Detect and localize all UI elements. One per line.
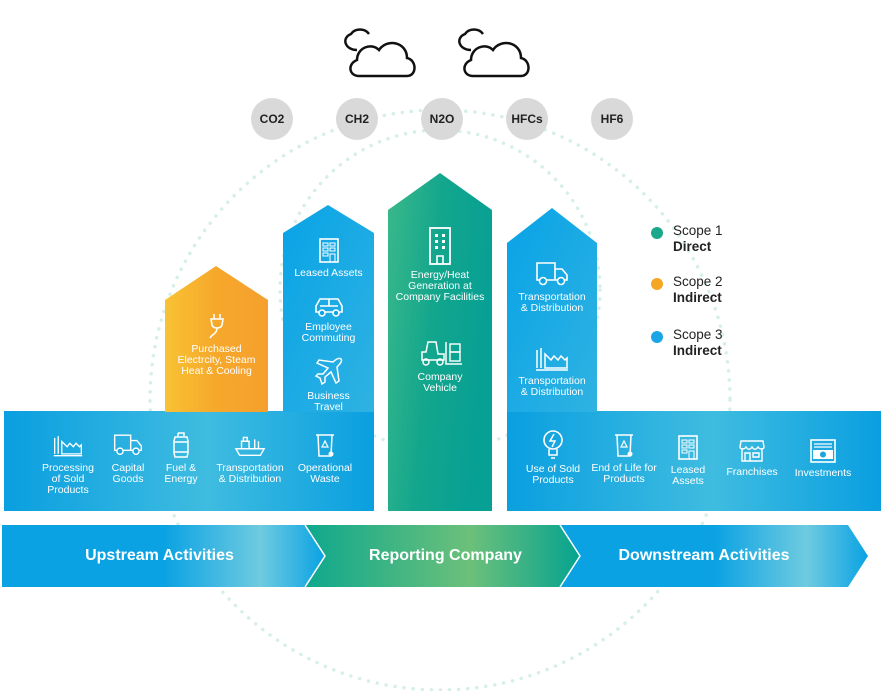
legend-scope2-label: Scope 2 xyxy=(673,274,723,289)
cloud-icon xyxy=(458,28,530,78)
gas-badge-n2o: N2O xyxy=(421,98,463,140)
company-column-item-company-vehicle: Company Vehicle xyxy=(388,338,492,394)
gas-badge-ch2: CH2 xyxy=(336,98,378,140)
upstream-item-capital-goods: Capital Goods xyxy=(104,431,152,485)
legend-scope3-type: Indirect xyxy=(673,343,722,358)
factory-icon xyxy=(536,348,568,371)
downstream-item-end-of-life-for-products: End of Life for Products xyxy=(588,431,660,485)
scope2-dot-icon xyxy=(651,278,663,290)
forklift-icon xyxy=(421,341,462,366)
downstream-item-franchises: Franchises xyxy=(720,439,784,478)
upstream-arrow xyxy=(2,525,325,587)
gas-badge-hfcs: HFCs xyxy=(506,98,548,140)
reporting-company-label: Reporting Company xyxy=(369,547,522,564)
upstream-bar xyxy=(4,411,374,511)
company-column xyxy=(388,173,492,511)
upstream-activities-label: Upstream Activities xyxy=(85,547,234,564)
airplane-icon xyxy=(314,357,342,386)
scope3-dot-icon xyxy=(651,331,663,343)
downstream-arrow xyxy=(560,525,868,587)
plug-icon xyxy=(208,314,224,339)
cloud-icon xyxy=(344,28,416,78)
upstream-column-item-leased-assets: Leased Assets xyxy=(283,236,374,279)
upstream-item-processing-of-sold-products: Processing of Sold Products xyxy=(32,431,104,496)
legend-scope1-type: Direct xyxy=(673,239,712,254)
downstream-activities-label: Downstream Activities xyxy=(618,547,790,564)
storefront-icon xyxy=(739,440,765,462)
ship-icon xyxy=(234,436,266,457)
legend-scope2-type: Indirect xyxy=(673,290,722,305)
car-icon xyxy=(314,298,343,317)
legend-scope3-label: Scope 3 xyxy=(673,327,723,342)
downstream-column-item-transportation-distribution-1: Transportation & Distribution xyxy=(507,260,597,314)
upstream-column xyxy=(283,205,374,412)
upstream-column-item-business-travel: Business Travel xyxy=(283,355,374,413)
downstream-bar xyxy=(507,411,881,511)
upstream-column-item-employee-commuting: Employee Commuting xyxy=(283,296,374,344)
downstream-column xyxy=(507,208,597,412)
scope2-item-purchased-electricity: Purchased Electrcity, Steam Heat & Cooli… xyxy=(165,312,268,377)
office-building-icon xyxy=(429,227,451,265)
gas-badge-hf6: HF6 xyxy=(591,98,633,140)
gas-badge-co2: CO2 xyxy=(251,98,293,140)
upstream-item-transportation-distribution: Transportation & Distribution xyxy=(210,431,290,485)
upstream-item-operational-waste: Operational Waste xyxy=(292,431,358,485)
recycle-bin-icon xyxy=(615,434,633,457)
lightbulb-icon xyxy=(543,430,563,459)
factory-icon xyxy=(53,436,83,457)
recycle-bin-icon xyxy=(316,434,334,457)
truck-icon xyxy=(113,434,143,456)
scope1-dot-icon xyxy=(651,227,663,239)
reporting-arrow xyxy=(305,525,580,587)
scope2-column xyxy=(165,266,268,412)
downstream-item-leased-assets: Leased Assets xyxy=(662,433,714,487)
truck-icon xyxy=(536,262,568,286)
upstream-item-fuel-energy: Fuel & Energy xyxy=(158,431,204,485)
company-column-item-energy-heat-generation: Energy/Heat Generation at Company Facili… xyxy=(388,226,492,303)
building-icon xyxy=(318,238,339,263)
downstream-item-use-of-sold-products: Use of Sold Products xyxy=(520,428,586,486)
legend-scope1-label: Scope 1 xyxy=(673,223,723,238)
money-icon xyxy=(810,439,836,463)
downstream-column-item-transportation-distribution-2: Transportation & Distribution xyxy=(507,344,597,398)
gas-cylinder-icon xyxy=(173,432,189,458)
downstream-item-investments: Investments xyxy=(788,438,858,479)
building-icon xyxy=(678,435,698,460)
